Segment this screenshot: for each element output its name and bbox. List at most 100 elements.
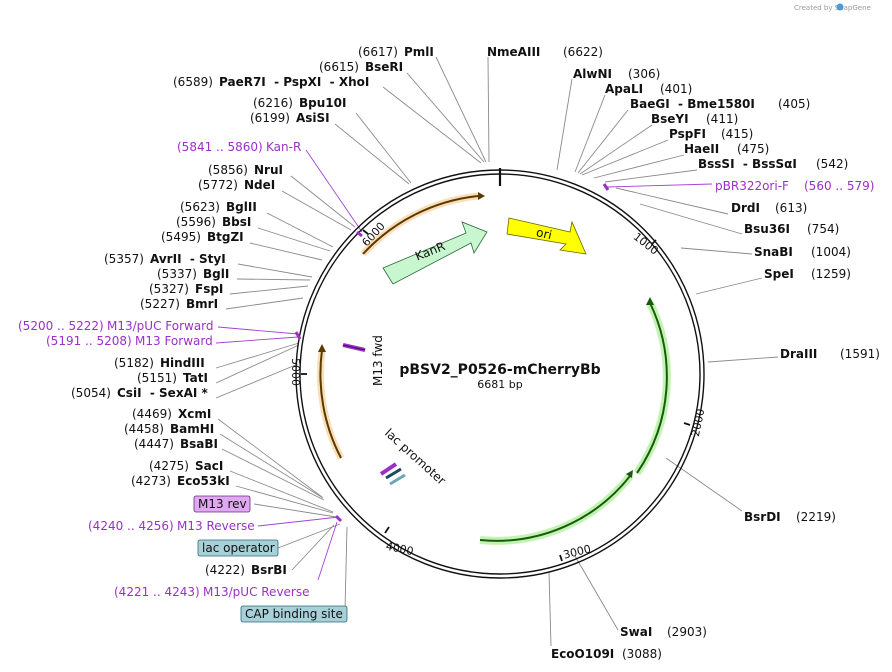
- site-pos: (5151): [137, 371, 177, 385]
- site-pos: (5327): [149, 282, 189, 296]
- site-labels-right: AlwNI (306) ApaLI (401) BaeGI - Bme1580I…: [551, 67, 880, 661]
- site-pos: (5227): [140, 297, 180, 311]
- site-pos: (542): [816, 157, 848, 171]
- site-pos: (401): [660, 82, 692, 96]
- site-name: BamHI: [170, 422, 214, 436]
- site-pos: (1004): [811, 245, 851, 259]
- site-name: BbsI: [222, 215, 251, 229]
- site-pos: (5772): [198, 178, 238, 192]
- site-pos: (411): [706, 112, 738, 126]
- site-name: EcoO109I: [551, 647, 614, 661]
- site-pos: (4222): [205, 563, 245, 577]
- kanr-feature-arrow[interactable]: [382, 221, 488, 285]
- site-pos: (6617): [358, 45, 398, 59]
- site-name: BmrI: [186, 297, 218, 311]
- m13-rev-box-label: M13 rev: [198, 497, 247, 511]
- site-name: SpeI: [764, 267, 794, 281]
- primer-name: M13 Reverse: [177, 519, 255, 533]
- site-leader-lines: [215, 56, 779, 647]
- cap-binding-site-box[interactable]: CAP binding site: [240, 605, 348, 623]
- ori-feature-arrow[interactable]: [506, 217, 587, 255]
- site-name: BsrBI: [251, 563, 287, 577]
- site-name: BglI: [203, 267, 229, 281]
- site-pos: (415): [721, 127, 753, 141]
- scale-ticks: [301, 229, 691, 562]
- green-feature-arc-bottom[interactable]: [479, 470, 634, 545]
- tick-label-2000: 2000: [689, 408, 708, 438]
- site-name: XcmI: [178, 407, 211, 421]
- lac-promoter-glyph[interactable]: [379, 462, 406, 486]
- primer-range: (5841 .. 5860): [177, 140, 263, 154]
- plasmid-size: 6681 bp: [477, 378, 522, 391]
- site-name: DrdI: [731, 201, 760, 215]
- site-name: HaeII: [684, 142, 719, 156]
- site-pos: (4275): [149, 459, 189, 473]
- site-pos: (5856): [208, 163, 248, 177]
- site-name: Bpu10I: [299, 96, 346, 110]
- primer-range: (4221 .. 4243): [114, 585, 200, 599]
- site-pos: (5357): [104, 252, 144, 266]
- primer-leader-lines: [215, 149, 713, 581]
- site-name: AlwNI: [573, 67, 612, 81]
- site-name: TatI: [183, 371, 208, 385]
- watermark: Created by SnapGene: [794, 4, 871, 12]
- site-pos: (6615): [319, 60, 359, 74]
- site-pos: (5596): [176, 215, 216, 229]
- site-labels-left: (6617) PmlI NmeAIII (6622) (6615) BseRI …: [18, 45, 603, 599]
- site-name: Bsu36I: [744, 222, 790, 236]
- site-pos: (754): [807, 222, 839, 236]
- m13-rev-box[interactable]: M13 rev: [193, 495, 251, 513]
- site-name: AsiSI: [296, 111, 330, 125]
- site-pos: (6622): [563, 45, 603, 59]
- site-name: SacI: [195, 459, 223, 473]
- site-pos: (4273): [131, 474, 171, 488]
- cap-binding-site-box-label: CAP binding site: [245, 607, 343, 621]
- lac-promoter-label: lac promoter: [382, 426, 448, 488]
- primer-name: pBR322ori-F: [715, 179, 789, 193]
- primer-name: M13 Forward: [135, 334, 213, 348]
- primer-range: (5191 .. 5208): [46, 334, 132, 348]
- site-name: PmlI: [404, 45, 434, 59]
- site-name: Eco53kI: [177, 474, 230, 488]
- site-name: AvrII - StyI: [150, 252, 226, 266]
- site-name: SwaI: [620, 625, 652, 639]
- lac-operator-box-label: lac operator: [202, 541, 275, 555]
- site-pos: (4447): [134, 437, 174, 451]
- site-pos: (3088): [622, 647, 662, 661]
- site-pos: (6199): [250, 111, 290, 125]
- site-name: NruI: [254, 163, 283, 177]
- site-name: BsaBI: [180, 437, 218, 451]
- primer-name: M13/pUC Forward: [107, 319, 214, 333]
- site-name: FspI: [195, 282, 223, 296]
- site-pos: (1259): [811, 267, 851, 281]
- plasmid-backbone: [295, 168, 705, 579]
- site-name: BseRI: [365, 60, 403, 74]
- orange-feature-arc-top[interactable]: [360, 192, 485, 257]
- site-name: BssSI - BssSαI: [698, 157, 797, 171]
- m13-fwd-primer-glyph[interactable]: [342, 343, 366, 352]
- site-pos: (6216): [253, 96, 293, 110]
- primer-name: M13/pUC Reverse: [203, 585, 310, 599]
- site-pos: (5495): [161, 230, 201, 244]
- site-name: PaeR7I - PspXI - XhoI: [219, 75, 369, 89]
- green-feature-arc-right[interactable]: [633, 297, 671, 476]
- orange-feature-arc-left[interactable]: [316, 344, 345, 460]
- site-pos: (5182): [114, 356, 154, 370]
- primer-range: (560 .. 579): [804, 179, 874, 193]
- site-pos: (5337): [157, 267, 197, 281]
- site-name: BsrDI: [744, 510, 781, 524]
- lac-operator-box[interactable]: lac operator: [197, 539, 279, 557]
- ori-label: ori: [535, 225, 553, 242]
- primer-ticks: [294, 183, 610, 523]
- site-pos: (4458): [124, 422, 164, 436]
- snapgene-logo-icon: [836, 3, 844, 11]
- primer-name: Kan-R: [266, 140, 301, 154]
- tick-label-4000: 4000: [385, 540, 415, 559]
- site-pos: (613): [775, 201, 807, 215]
- site-name: BaeGI - Bme1580I: [630, 97, 755, 111]
- site-name: SnaBI: [754, 245, 793, 259]
- site-name: BglII: [226, 200, 257, 214]
- site-pos: (1591): [840, 347, 880, 361]
- site-pos: (405): [778, 97, 810, 111]
- site-pos: (5054): [71, 386, 111, 400]
